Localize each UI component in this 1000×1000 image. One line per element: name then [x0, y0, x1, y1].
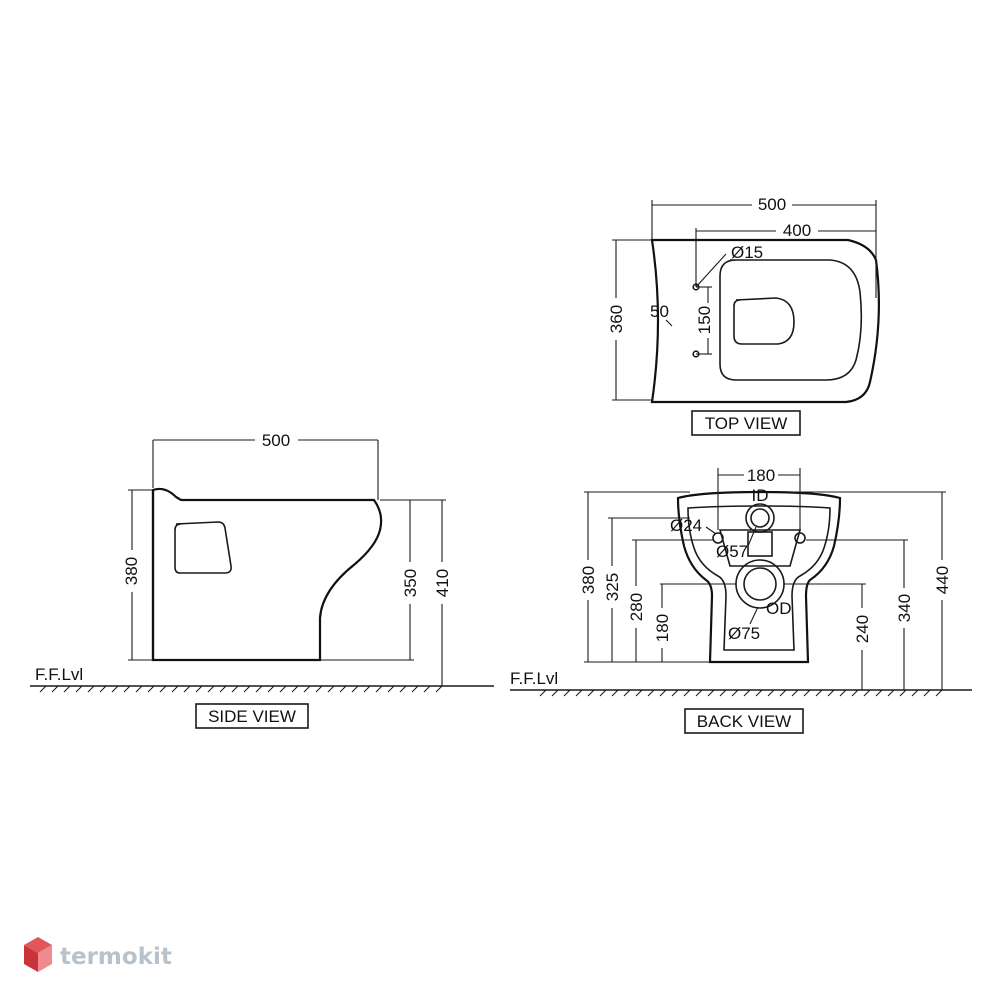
watermark: termokit — [24, 937, 172, 972]
top-dim-500: 500 — [758, 195, 786, 214]
back-dia75-leader — [749, 606, 759, 625]
back-dim-440: 440 — [933, 566, 952, 594]
side-view-label: SIDE VIEW — [208, 707, 296, 726]
top-dim50-tick — [665, 319, 673, 327]
side-view-label-box — [195, 703, 309, 729]
side-view: F.F.Lvl 500 380 350 410 SIDE VIEW — [30, 431, 494, 729]
back-id-label: ID — [752, 486, 769, 505]
back-dia-75: Ø75 — [728, 624, 760, 643]
back-dim-340: 340 — [895, 594, 914, 622]
back-fixing-hole-left — [712, 532, 724, 544]
back-outlet-pipe-inner — [743, 567, 777, 601]
back-floor-label: F.F.Lvl — [510, 669, 558, 688]
top-dim-50: 50 — [650, 302, 669, 321]
side-window-panel — [174, 521, 232, 574]
side-floor-label: F.F.Lvl — [35, 665, 83, 684]
hexagon-logo-icon — [24, 937, 52, 972]
top-dim-150: 150 — [695, 306, 714, 334]
top-dim-400: 400 — [783, 221, 811, 240]
side-dim-410: 410 — [433, 569, 452, 597]
back-dim-180: 180 — [653, 614, 672, 642]
top-view-label: TOP VIEW — [705, 414, 788, 433]
back-dia-57: Ø57 — [716, 542, 748, 561]
side-pan-body — [151, 487, 383, 662]
watermark-text: termokit — [60, 944, 172, 970]
back-view-label: BACK VIEW — [697, 712, 791, 731]
top-inner-rim — [719, 259, 863, 381]
back-dim-180-top: 180 — [747, 466, 775, 485]
back-inner-recess — [718, 529, 802, 567]
back-inner-outline — [687, 505, 831, 651]
back-inlet-pipe-inner — [750, 508, 770, 528]
top-dim-hole: Ø15 — [731, 243, 763, 262]
back-inner-block — [747, 531, 773, 557]
side-dim-350: 350 — [401, 569, 420, 597]
side-floor-hatch — [39, 685, 443, 693]
top-hole-leader — [695, 253, 727, 288]
top-dim-360: 360 — [607, 305, 626, 333]
back-fixing-hole-right — [794, 532, 806, 544]
back-view: F.F.Lvl 180 ID Ø24 Ø57 OD Ø75 — [510, 466, 972, 734]
back-dia24-leader — [705, 526, 717, 535]
back-dim-380: 380 — [579, 566, 598, 594]
top-view-label-box — [691, 410, 801, 436]
back-dim-325: 325 — [603, 573, 622, 601]
back-dia57-leader — [747, 526, 757, 547]
back-dim-280: 280 — [627, 593, 646, 621]
side-dim-380: 380 — [122, 557, 141, 585]
back-floor-hatch — [539, 689, 943, 697]
back-dim-240: 240 — [853, 615, 872, 643]
back-dia-24: Ø24 — [670, 516, 702, 535]
top-outer-shell — [650, 238, 880, 404]
back-od-label: OD — [766, 599, 792, 618]
back-inlet-pipe-outer — [745, 503, 775, 533]
top-bowl-opening — [733, 297, 795, 345]
side-dim-500: 500 — [262, 431, 290, 450]
back-outer-body — [676, 490, 842, 664]
back-view-label-box — [684, 708, 804, 734]
top-view: Ø15 150 50 500 400 360 TOP VIEW — [607, 195, 880, 436]
